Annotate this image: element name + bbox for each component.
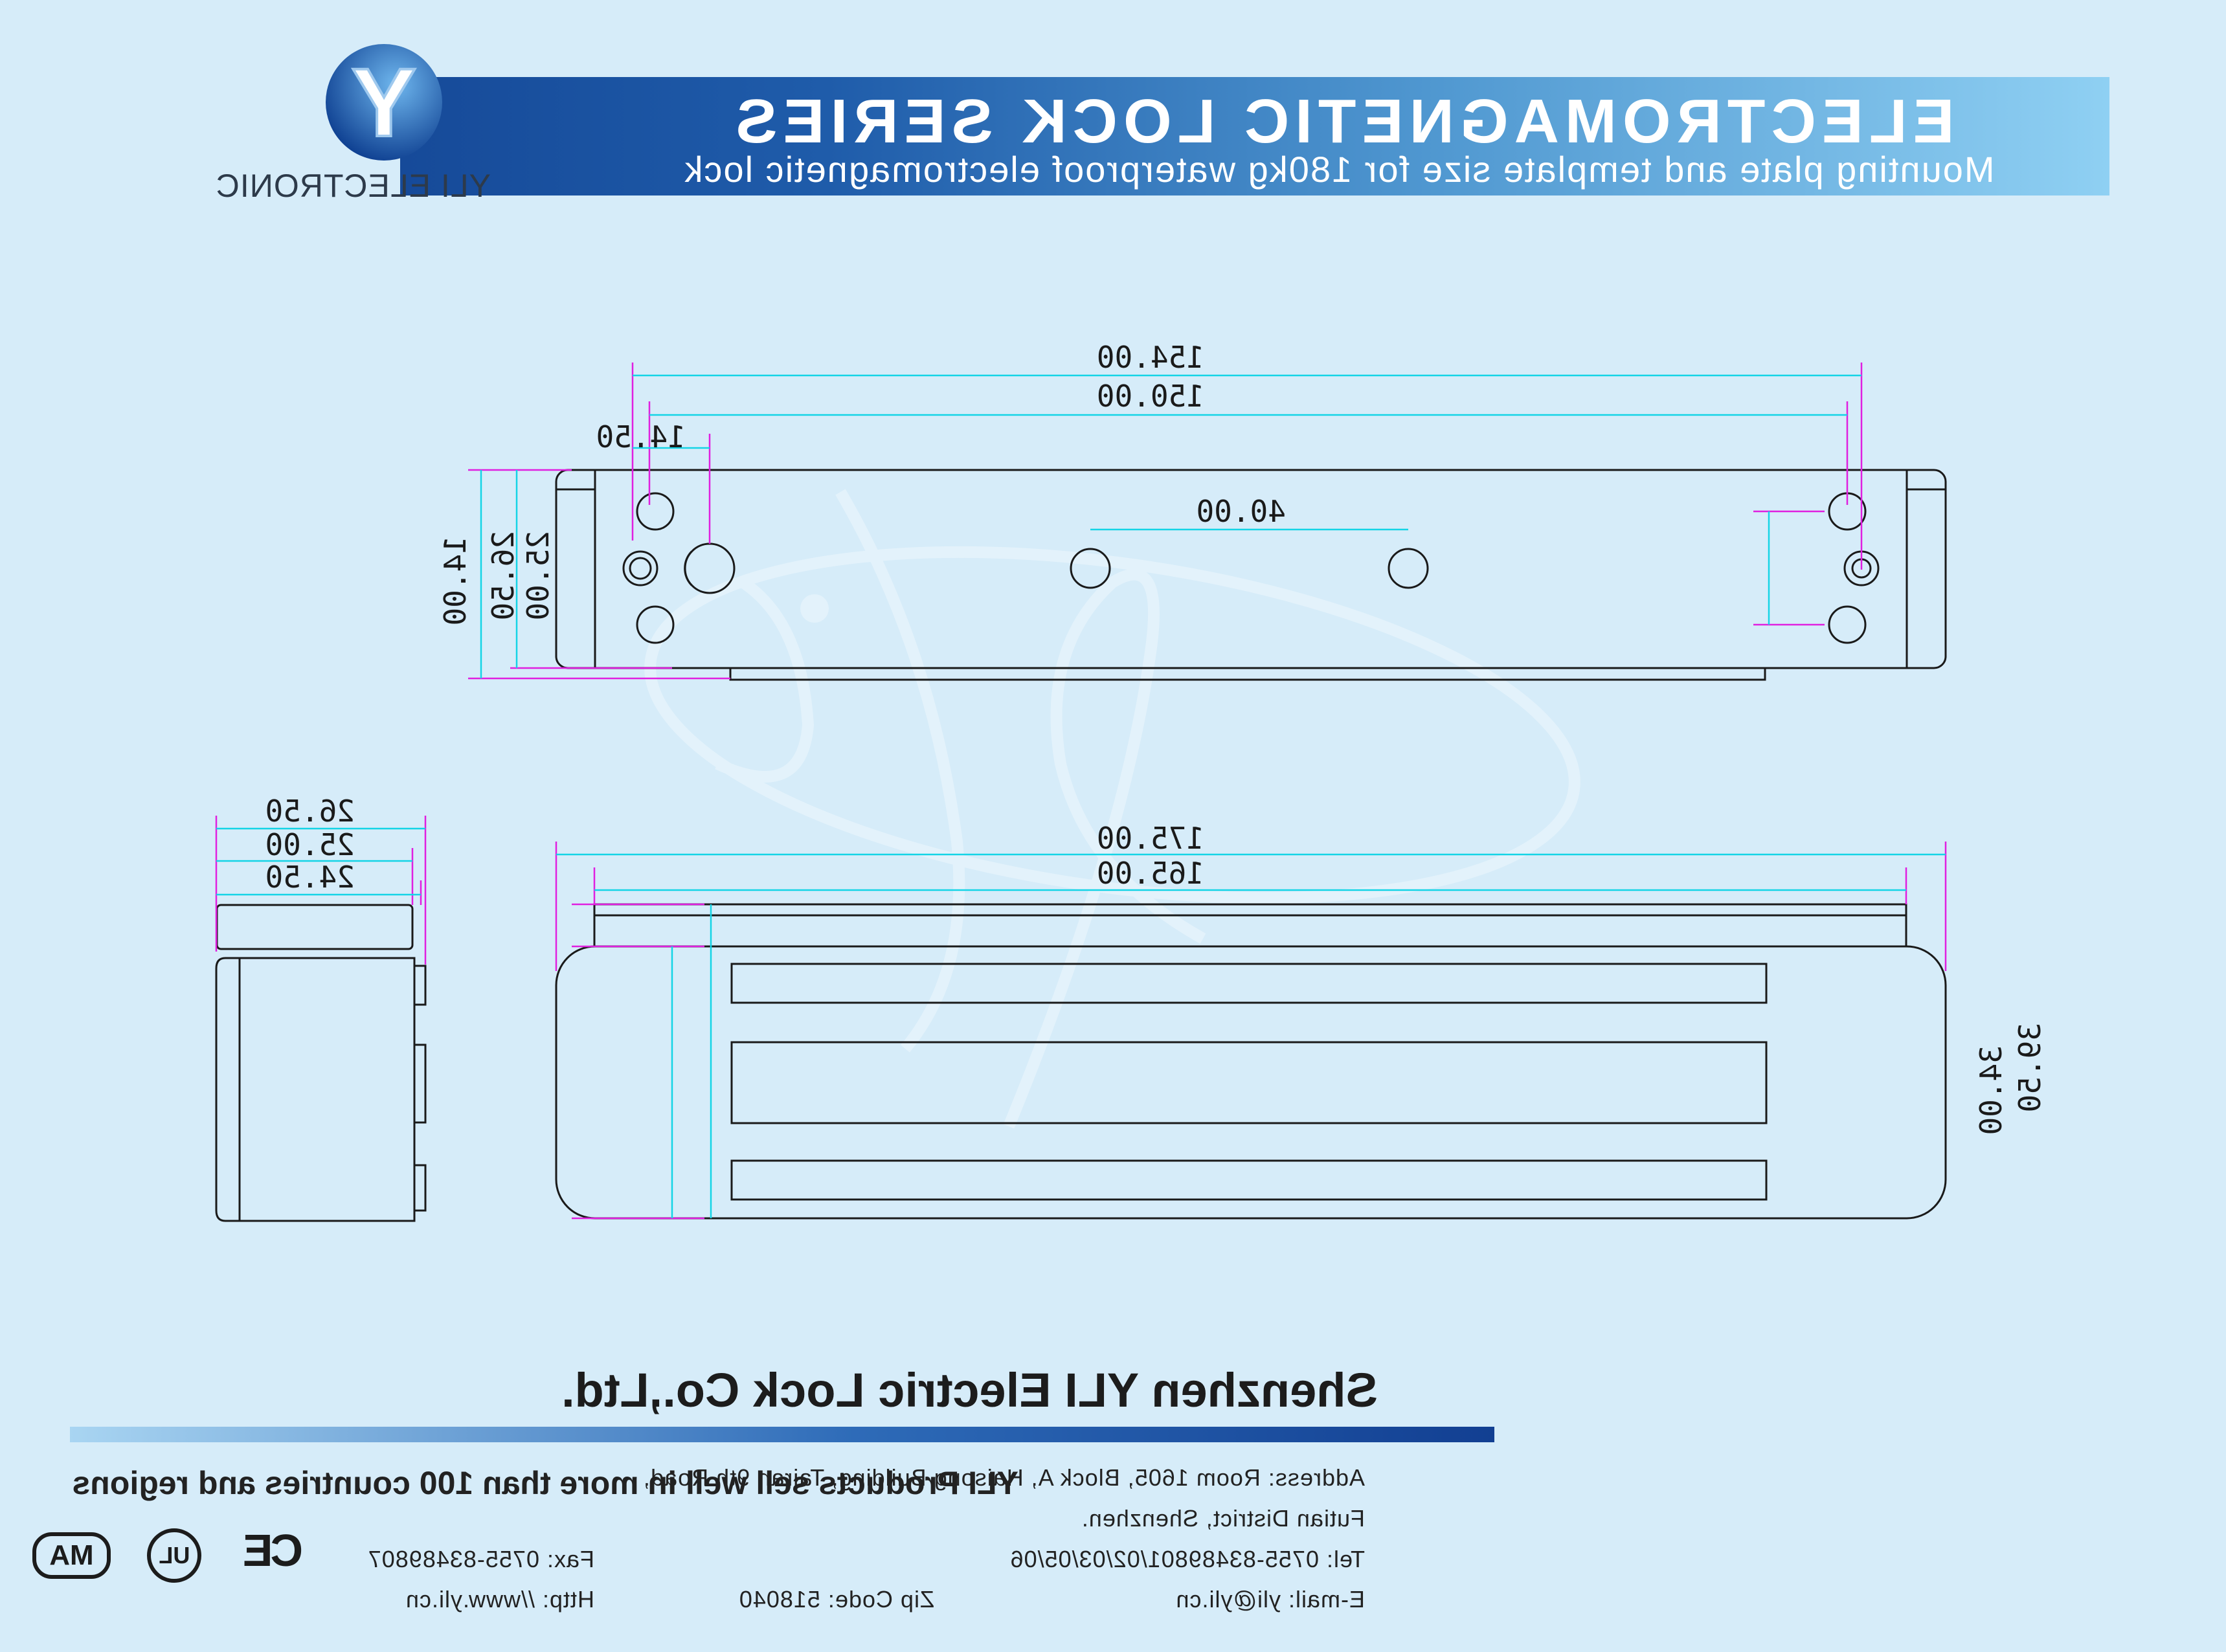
ce-mark-icon: CE [245, 1525, 303, 1576]
dim-side-width-mid: 25.00 [265, 827, 355, 862]
brand-logo: Y YLI ELECTRONIC [216, 39, 491, 207]
dim-top-offset: 14.50 [596, 419, 686, 454]
footer-divider [70, 1427, 1494, 1442]
side-view-dimensions [215, 816, 427, 965]
tel-line: Tel: 0755-83489801/02/03/05/06 [1009, 1546, 1365, 1572]
mounting-plate-top-view [555, 469, 1947, 681]
zip-line: Zip Code: 518040 [738, 1586, 934, 1613]
mount-hole [636, 492, 675, 531]
mount-hole [1828, 605, 1867, 644]
dim-side-width-outer: 26.50 [265, 794, 355, 829]
watermark [644, 489, 1580, 1129]
dim-side-width-inner: 24.50 [265, 860, 355, 895]
sales-slogan: YLI Products sell well in more than 100 … [72, 1465, 1018, 1501]
dim-top-right-hole: 14.00 [438, 536, 473, 626]
mount-hole [1388, 548, 1429, 589]
cma-mark-text: MA [49, 1539, 94, 1572]
dim-top-height-outer: 26.50 [486, 531, 521, 621]
mount-hole [1070, 548, 1111, 589]
dim-front-height-outer: 39.50 [2012, 1023, 2047, 1113]
dim-front-plate: 165.00 [1096, 856, 1204, 891]
dim-front-height-inner: 34.00 [1973, 1045, 2008, 1135]
fax-line: Fax: 0755-83489807 [367, 1546, 594, 1572]
company-name: Shenzhen YLI Electric Lock Co.,Ltd. [561, 1363, 1378, 1417]
ul-mark-text: UL [159, 1542, 190, 1569]
mount-hole [622, 550, 658, 586]
address-line-2: Futian District, Shenzhen. [1081, 1505, 1365, 1532]
dim-front-overall: 175.00 [1096, 821, 1204, 856]
lock-front-view [555, 903, 1947, 1220]
mount-hole [636, 605, 675, 644]
lock-side-view [215, 904, 427, 1222]
dim-top-center-span: 40.00 [1196, 494, 1286, 529]
dim-top-height-inner: 25.00 [521, 531, 556, 621]
front-view-dimensions [555, 842, 1947, 1220]
http-line: Http: //www.yli.cn [405, 1586, 594, 1613]
certification-marks: CE UL MA [32, 1524, 303, 1583]
email-line: E-mail: yli@yli.cn [1175, 1586, 1365, 1613]
cma-mark-icon: MA [32, 1532, 111, 1579]
logo-globe-icon: Y [326, 44, 442, 161]
mount-hole [684, 542, 736, 594]
dim-top-overall: 154.00 [1096, 340, 1204, 375]
ul-mark-icon: UL [147, 1528, 202, 1583]
dim-top-hole-span: 150.00 [1096, 379, 1204, 414]
top-view-dimensions [468, 363, 1863, 680]
logo-letter: Y [352, 48, 416, 157]
